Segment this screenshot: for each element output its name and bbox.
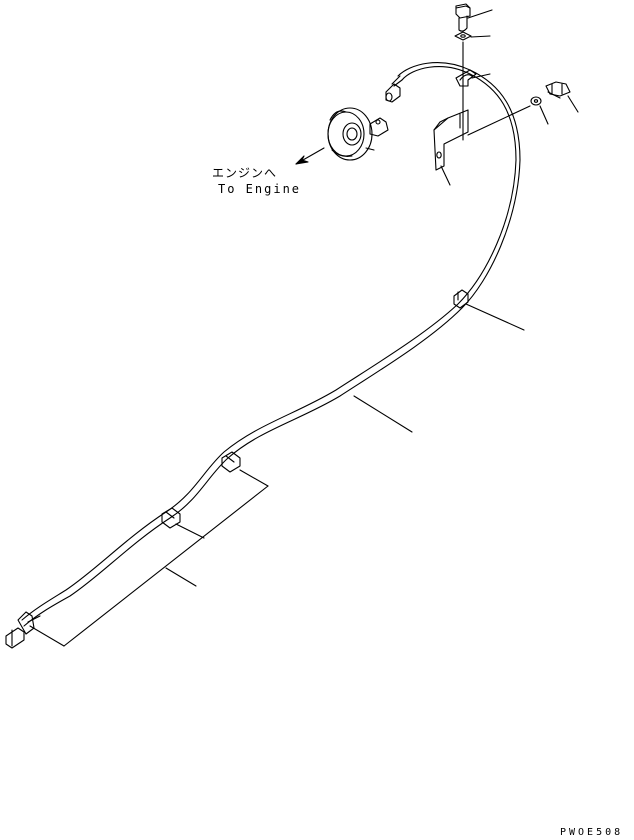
leader-clamp-mid [465, 303, 525, 331]
leader-bracket-arm [467, 105, 531, 136]
washer-right [530, 96, 542, 106]
leader-bolt-top [467, 9, 493, 19]
bolt-right [545, 81, 571, 99]
cable-connector-bottom [5, 611, 41, 649]
leader-bracket [440, 165, 451, 186]
bracket [433, 109, 469, 171]
leader-washer-right [539, 105, 549, 125]
sensor-assembly [327, 107, 389, 161]
clamp-lower-2 [161, 507, 181, 529]
drawing-code: PWOE508 [560, 827, 624, 838]
main-cable [21, 62, 521, 627]
to-engine-label-ja: エンジンへ [212, 166, 278, 180]
clamp-lower-1 [221, 451, 241, 473]
bolt-top [455, 3, 471, 32]
leader-washer-top [470, 35, 491, 38]
cable-connector-top [385, 75, 403, 103]
leader-cable [353, 395, 413, 433]
to-engine-label-en: To Engine [218, 182, 302, 196]
clamp-mid [453, 289, 469, 309]
leader-bolt-right [567, 95, 579, 113]
leader-clamp-group [29, 469, 269, 647]
washer-top [454, 31, 472, 41]
